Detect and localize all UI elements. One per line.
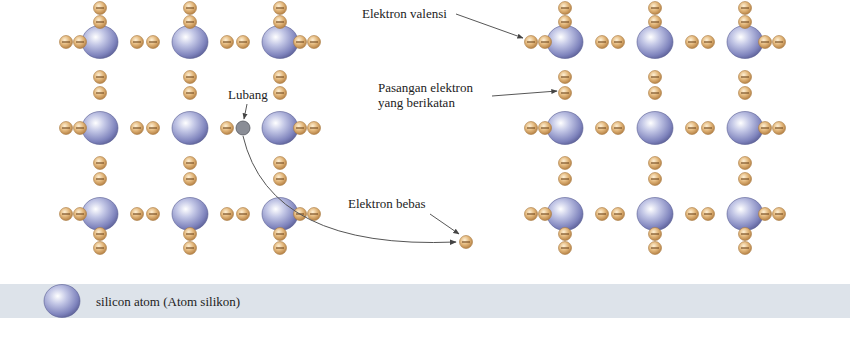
leader-line (244, 104, 247, 119)
leader-line (492, 91, 557, 96)
electron-path-arrow (243, 136, 456, 243)
callout-label: Lubang (228, 87, 268, 102)
callout-label: Pasangan elektron yang berikatan (378, 80, 492, 110)
legend-band (0, 284, 850, 318)
legend-atom-symbol (44, 285, 80, 318)
legend-text: silicon atom (Atom silikon) (96, 294, 240, 309)
free-electron (460, 236, 473, 249)
hole (236, 121, 250, 135)
right-lattice-electrons (525, 2, 786, 255)
leader-line (456, 14, 523, 38)
callout-label: Elektron bebas (348, 196, 426, 211)
callout-label: Elektron valensi (362, 6, 447, 21)
left-lattice-electrons (60, 2, 321, 255)
leader-line (430, 214, 459, 234)
left-lattice-atoms (82, 26, 298, 231)
right-lattice-atoms (547, 26, 763, 231)
